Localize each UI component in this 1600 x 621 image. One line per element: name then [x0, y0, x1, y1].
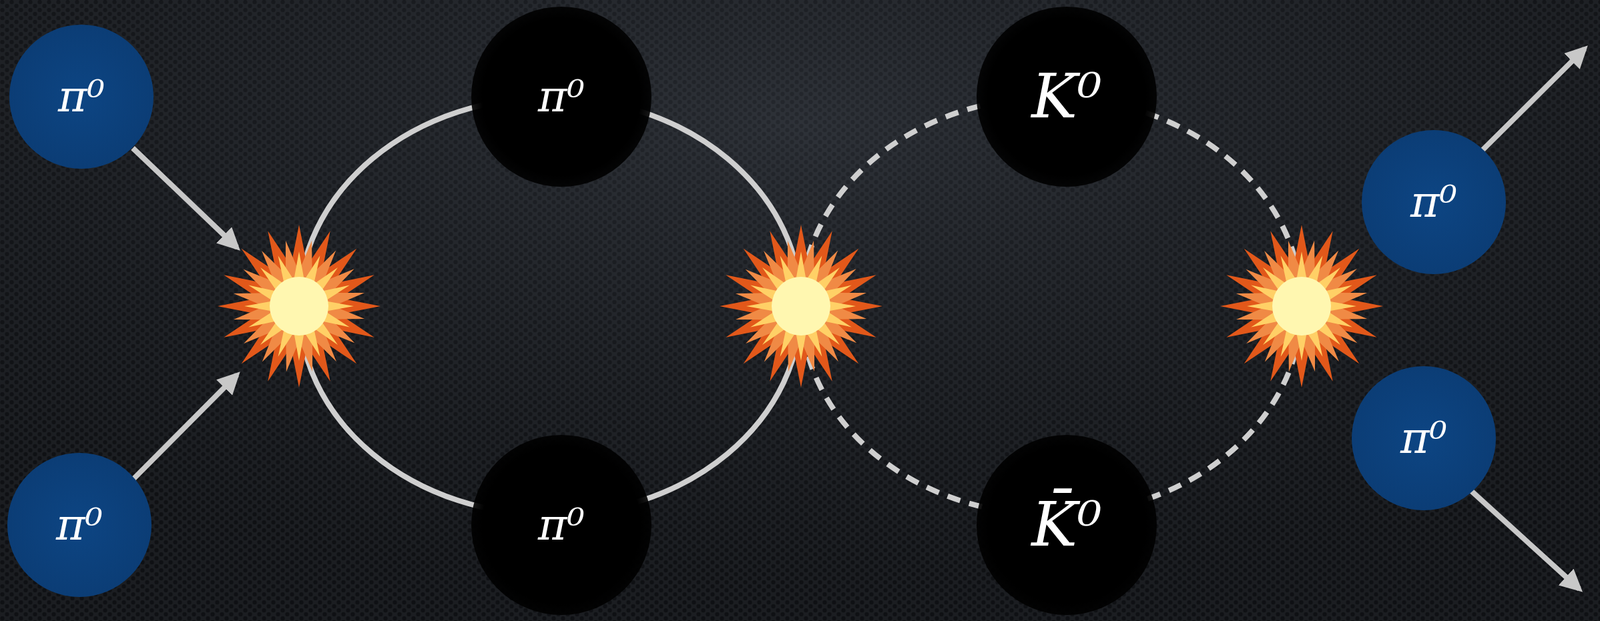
burst-core — [269, 277, 329, 336]
burst-middle — [220, 228, 378, 385]
burst-middle — [1223, 228, 1380, 385]
interaction-vertex — [217, 224, 381, 388]
interaction-vertex — [1220, 224, 1384, 388]
burst-inner — [1246, 251, 1357, 362]
particle-label: π⁰ — [1400, 416, 1448, 461]
virtual-particle: π⁰ — [471, 435, 652, 616]
vertex-group — [217, 224, 1384, 388]
burst-middle — [722, 228, 880, 385]
burst-inner — [746, 251, 856, 362]
particle-label: π⁰ — [56, 503, 103, 548]
particle-label: π⁰ — [58, 74, 105, 119]
external-particle: π⁰ — [1351, 366, 1496, 511]
interaction-vertex — [719, 224, 883, 388]
burst-core — [771, 277, 831, 336]
virtual-particle: π⁰ — [471, 6, 652, 187]
burst-outer — [1220, 224, 1384, 388]
outgoing-arrow — [1469, 489, 1580, 590]
particle-label: K̄⁰ — [1031, 494, 1103, 557]
burst-outer — [719, 224, 883, 388]
burst-core — [1272, 277, 1331, 336]
burst-outer — [217, 224, 381, 388]
incoming-arrow — [132, 148, 237, 248]
particle-label: K⁰ — [1031, 66, 1103, 128]
incoming-arrow — [132, 375, 237, 480]
virtual-particle: K̄⁰ — [976, 435, 1157, 616]
outgoing-arrow — [1479, 48, 1585, 153]
particle-label: π⁰ — [1410, 180, 1458, 225]
burst-inner — [244, 251, 354, 362]
virtual-particle: K⁰ — [976, 6, 1157, 187]
external-particle: π⁰ — [9, 24, 154, 169]
particle-label: π⁰ — [538, 74, 585, 119]
particle-label: π⁰ — [538, 503, 585, 548]
external-particle: π⁰ — [7, 453, 152, 598]
external-particle: π⁰ — [1361, 130, 1506, 275]
